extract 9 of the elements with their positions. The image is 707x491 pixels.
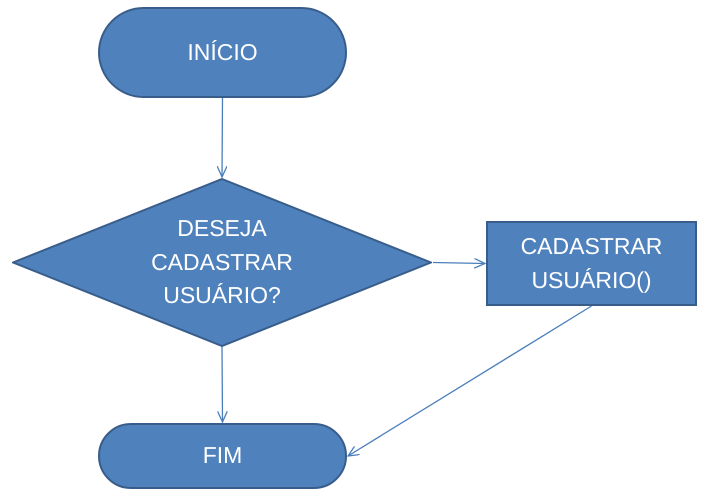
arrow: [216, 347, 228, 423]
node-label: INÍCIO: [187, 38, 258, 67]
node-label: CADASTRAR USUÁRIO(): [520, 232, 664, 295]
node-label: DESEJA CADASTRAR USUÁRIO?: [150, 214, 294, 310]
arrow: [216, 98, 228, 178]
arrow: [432, 258, 486, 269]
node-label: FIM: [202, 441, 242, 470]
arrow: [347, 305, 592, 457]
process-box: [486, 221, 697, 306]
